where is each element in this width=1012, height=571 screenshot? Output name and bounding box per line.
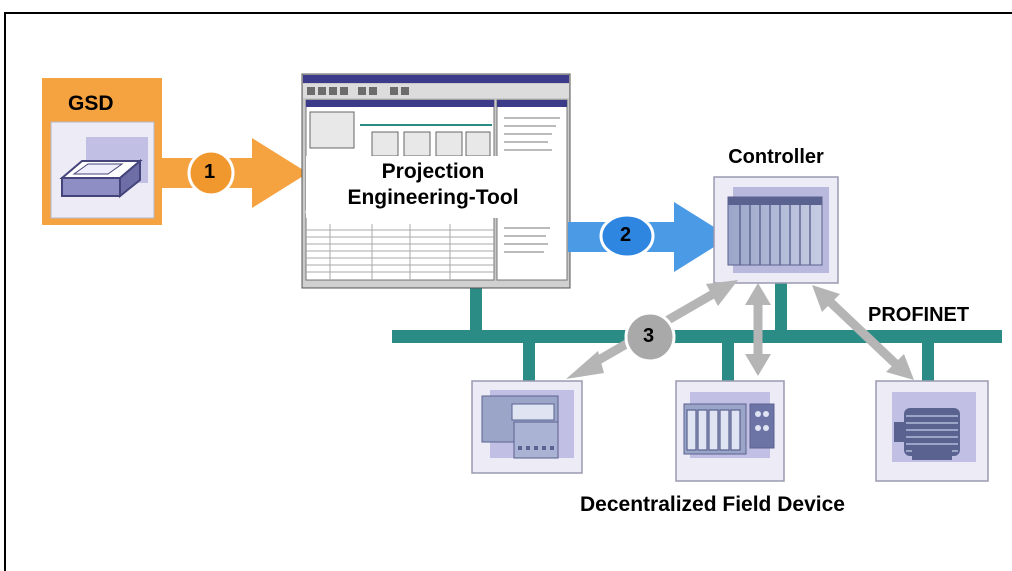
engineering-tool-window — [301, 73, 571, 289]
profinet-bus — [392, 283, 1002, 382]
step-2-number: 2 — [620, 224, 632, 246]
step-3-number: 3 — [643, 325, 655, 347]
controller-label: Controller — [728, 146, 824, 168]
gsd-label: GSD — [68, 92, 114, 115]
communication-arrows-3 — [566, 280, 914, 380]
step-1-number: 1 — [204, 161, 216, 183]
field-device-1 — [471, 380, 583, 474]
field-device-2 — [675, 380, 785, 482]
profinet-label: PROFINET — [868, 304, 970, 326]
engineering-tool-label-line2: Engineering-Tool — [347, 186, 519, 209]
frame-border-left — [4, 12, 6, 571]
frame-border-top — [4, 12, 1012, 14]
arrow-1 — [162, 138, 308, 208]
arrow-2 — [568, 202, 730, 272]
engineering-tool-label-line1: Projection — [381, 160, 485, 183]
controller-device — [713, 176, 839, 284]
field-device-label: Decentralized Field Device — [580, 493, 845, 516]
field-device-3-motor — [875, 380, 989, 482]
floppy-disk-icon — [59, 158, 143, 199]
